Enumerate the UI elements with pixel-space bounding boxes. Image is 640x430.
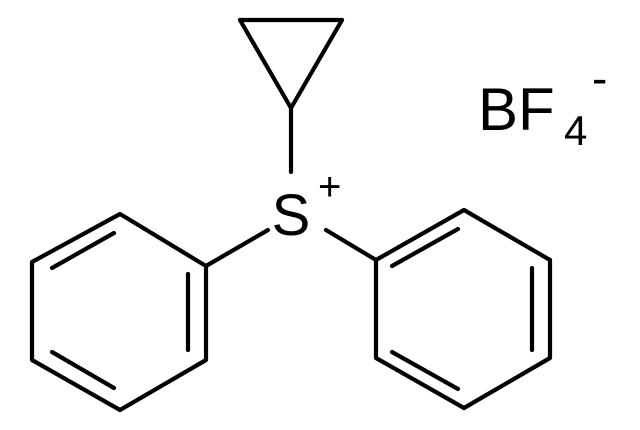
inner-double-bond bbox=[389, 226, 461, 269]
bond bbox=[288, 17, 345, 111]
left-phenyl-ring bbox=[29, 211, 209, 413]
counterion-element-label: BF bbox=[478, 76, 555, 143]
bond-sulfur-left-phenyl bbox=[203, 227, 271, 269]
inner-double-bond bbox=[49, 230, 117, 271]
sulfur-charge-label: + bbox=[318, 165, 341, 209]
cyclopropyl-ring bbox=[237, 17, 345, 111]
bond bbox=[237, 17, 294, 111]
right-phenyl-ring bbox=[373, 207, 553, 411]
inner-double-bond bbox=[49, 349, 117, 391]
ring-outline bbox=[29, 211, 209, 413]
counterion-subscript-label: 4 bbox=[564, 107, 587, 154]
inner-double-bond bbox=[389, 349, 461, 392]
counterion-charge-label: - bbox=[592, 52, 607, 104]
bond-sulfur-right-phenyl bbox=[323, 227, 379, 263]
sulfur-atom-label: S bbox=[272, 183, 311, 248]
ring-outline bbox=[373, 207, 553, 411]
